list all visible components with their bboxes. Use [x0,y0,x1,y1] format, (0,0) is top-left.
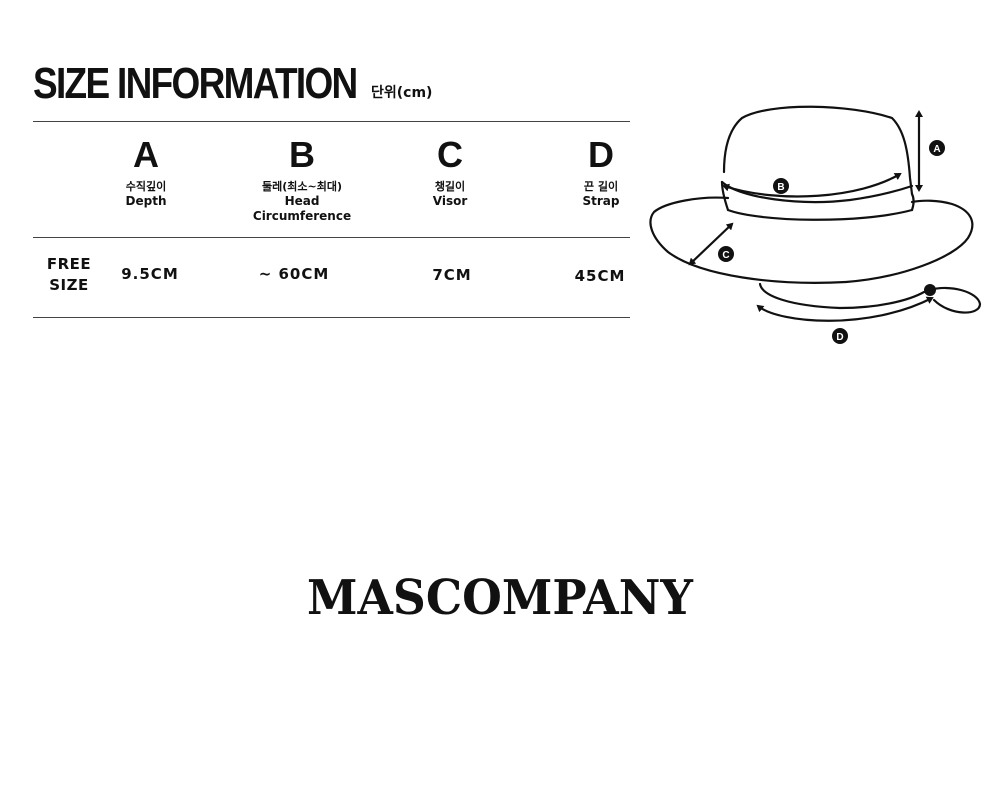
column-letter: C [437,134,463,175]
value-strap: 45CM [574,267,626,285]
column-header-b: B 둘레(최소~최대) Head Circumference [212,134,392,224]
column-label-en: Visor [432,194,468,208]
arrow-b [722,172,902,198]
unit-label: 단위(cm) [371,85,433,101]
row-label-free-size: FREE SIZE [34,254,104,296]
column-header-a: A 수직깊이 Depth [56,134,236,209]
column-letter: A [133,134,159,175]
marker-a-badge: A [929,140,945,156]
column-label-ko: 챙길이 [434,180,466,193]
marker-b: B [777,182,784,193]
column-label-ko: 수직깊이 [125,180,167,193]
brand-name: MASCOMPANY [307,570,693,626]
column-letter: B [289,134,315,175]
marker-b-badge: B [773,178,789,194]
value-depth: 9.5CM [121,265,179,283]
row-label-line: SIZE [49,276,89,294]
marker-c-badge: C [718,246,734,262]
value-visor: 7CM [432,266,472,284]
column-label-en: Depth [125,194,167,208]
table-top-rule [33,121,630,122]
strap-knot [924,284,936,296]
hat-diagram: A B C D [649,105,982,344]
table-bottom-rule [33,317,630,318]
column-label-en: Strap [582,194,620,208]
column-label-ko: 끈 길이 [583,180,619,193]
marker-d-badge: D [832,328,848,344]
page-title: SIZE INFORMATION [33,59,358,108]
marker-c: C [722,250,729,261]
marker-d: D [836,332,843,343]
hat-brim [649,196,974,284]
title-row: SIZE INFORMATION 단위(cm) [33,60,432,108]
column-header-c: C 챙길이 Visor [360,134,540,209]
marker-a: A [933,144,940,155]
arrow-c [688,222,734,266]
column-label-ko: 둘레(최소~최대) [262,180,342,193]
column-letter: D [588,134,614,175]
column-label-en: Head Circumference [252,194,352,223]
hat-crown [722,105,914,196]
arrow-d [756,296,934,322]
row-label-line: FREE [46,255,92,273]
value-head-circumference: ~ 60CM [258,265,330,283]
column-header-d: D 끈 길이 Strap [511,134,691,209]
table-header-rule [33,237,630,238]
